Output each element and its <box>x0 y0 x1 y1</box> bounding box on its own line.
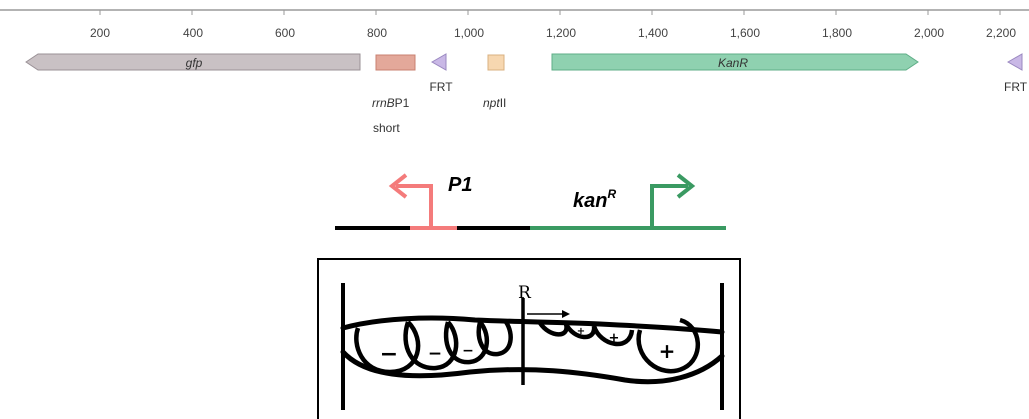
nptii-box <box>487 54 505 71</box>
promoter-schematic: P1 kanR <box>335 173 726 230</box>
p1-label: P1 <box>448 174 472 196</box>
kanr-arrow <box>551 53 919 71</box>
supercoil-loops <box>354 317 701 375</box>
feature-rrnb-p1[interactable]: rrnBP1 short <box>372 54 416 135</box>
frt-arrow <box>430 53 447 71</box>
ruler-tick-label: 600 <box>275 26 295 40</box>
frt-arrow <box>1006 53 1023 71</box>
kanr-label: KanR <box>718 56 748 70</box>
supercoil-diagram: R − − − + + + <box>317 258 741 419</box>
ruler-tick-label: 400 <box>183 26 203 40</box>
gfp-label: gfp <box>186 56 203 70</box>
supercoil-frame <box>317 258 741 419</box>
feature-kanr[interactable]: KanR <box>551 53 919 71</box>
p1-promoter-arrow <box>388 173 433 228</box>
negative-charge: − <box>462 343 474 359</box>
frt-label: FRT <box>429 80 453 94</box>
rrnb-label: rrnBP1 <box>372 96 410 110</box>
sequence-ruler: 200 400 600 800 1,000 1,200 1,400 1,600 … <box>0 9 1029 40</box>
ruler-tick-marks <box>99 10 1001 15</box>
rrnb-box <box>375 54 416 71</box>
rrnb-label-line2: short <box>373 121 400 135</box>
frt-label: FRT <box>1004 80 1028 94</box>
positive-charge: + <box>609 331 620 346</box>
ruler-tick-label: 2,200 <box>986 26 1016 40</box>
feature-nptii[interactable]: nptII <box>483 54 506 110</box>
feature-frt-2[interactable]: FRT <box>1004 53 1028 94</box>
positive-charge: + <box>659 339 676 363</box>
feature-frt-1[interactable]: FRT <box>429 53 453 94</box>
kan-label: kanR <box>573 187 616 212</box>
nptii-label: nptII <box>483 96 506 110</box>
negative-charge: − <box>428 344 442 364</box>
ruler-tick-label: 1,200 <box>546 26 576 40</box>
promoter-arrow-head <box>562 310 570 318</box>
feature-gfp[interactable]: gfp <box>25 53 361 71</box>
promoter-label: R <box>518 283 532 303</box>
ruler-tick-label: 200 <box>90 26 110 40</box>
ruler-tick-label: 1,800 <box>822 26 852 40</box>
kan-promoter-arrow <box>650 173 696 228</box>
negative-charge: − <box>380 342 398 367</box>
positive-charge: + <box>577 326 585 337</box>
ruler-tick-label: 1,000 <box>454 26 484 40</box>
ruler-tick-label: 1,600 <box>730 26 760 40</box>
dna-strand-top <box>340 315 725 335</box>
gfp-arrow <box>25 53 361 71</box>
ruler-tick-label: 2,000 <box>914 26 944 40</box>
ruler-tick-label: 1,400 <box>638 26 668 40</box>
ruler-tick-label: 800 <box>367 26 387 40</box>
